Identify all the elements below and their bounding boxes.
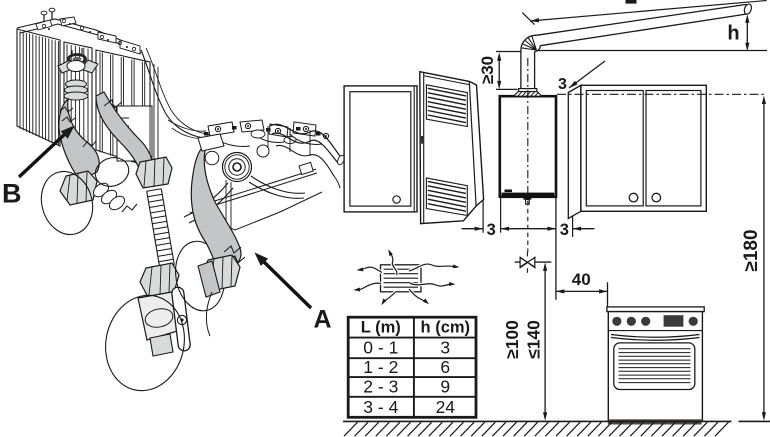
- svg-text:3: 3: [560, 221, 569, 239]
- svg-text:L (m): L (m): [361, 319, 401, 337]
- svg-text:3: 3: [440, 338, 450, 358]
- svg-text:3 - 4: 3 - 4: [363, 397, 398, 417]
- svg-text:≥30: ≥30: [478, 56, 497, 84]
- svg-text:3: 3: [487, 221, 496, 239]
- svg-text:6: 6: [440, 357, 450, 377]
- svg-text:B: B: [2, 179, 22, 209]
- svg-text:0 - 1: 0 - 1: [363, 338, 398, 358]
- svg-text:24: 24: [436, 397, 456, 417]
- svg-text:40: 40: [572, 270, 591, 289]
- svg-text:≤140: ≤140: [523, 320, 543, 359]
- svg-text:h: h: [727, 22, 739, 44]
- svg-text:A: A: [314, 306, 332, 334]
- svg-text:3: 3: [558, 76, 567, 93]
- svg-text:9: 9: [440, 376, 450, 396]
- svg-text:≥100: ≥100: [502, 320, 522, 359]
- svg-text:≥180: ≥180: [741, 229, 762, 271]
- svg-text:h (cm): h (cm): [421, 319, 471, 337]
- svg-text:2 - 3: 2 - 3: [363, 376, 398, 396]
- svg-text:1 - 2: 1 - 2: [363, 357, 398, 377]
